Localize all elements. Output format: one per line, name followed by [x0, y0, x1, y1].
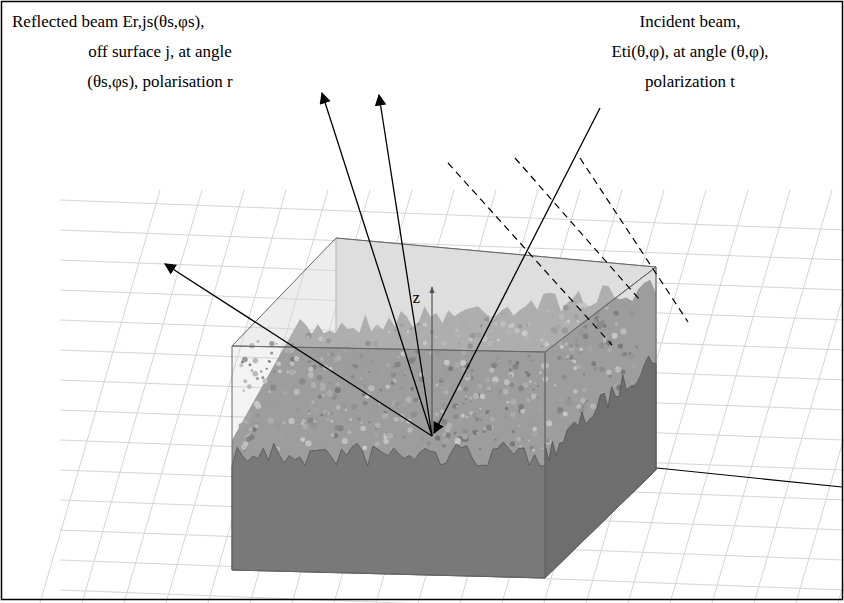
- caption-line: polarization t: [645, 72, 735, 92]
- wavefronts: [448, 158, 688, 345]
- caption-line: Incident beam,: [639, 12, 740, 32]
- reflected-beam: [322, 93, 432, 436]
- incident-beam: [434, 108, 600, 433]
- floor-grid: [40, 190, 844, 603]
- caption-line: Eti(θ,φ), at angle (θ,φ),: [611, 42, 768, 62]
- caption-line: off surface j, at angle: [88, 42, 232, 62]
- caption-line: (θs,φs), polarisation r: [87, 72, 232, 92]
- reflected-beam: [379, 95, 432, 436]
- axis-label: z: [412, 288, 420, 308]
- caption-line: Reflected beam Er,js(θs,φs),: [12, 12, 204, 32]
- reflected-beam: [165, 264, 432, 436]
- z-axis: [431, 287, 432, 436]
- box-side: [545, 267, 656, 578]
- box-front: [232, 346, 545, 578]
